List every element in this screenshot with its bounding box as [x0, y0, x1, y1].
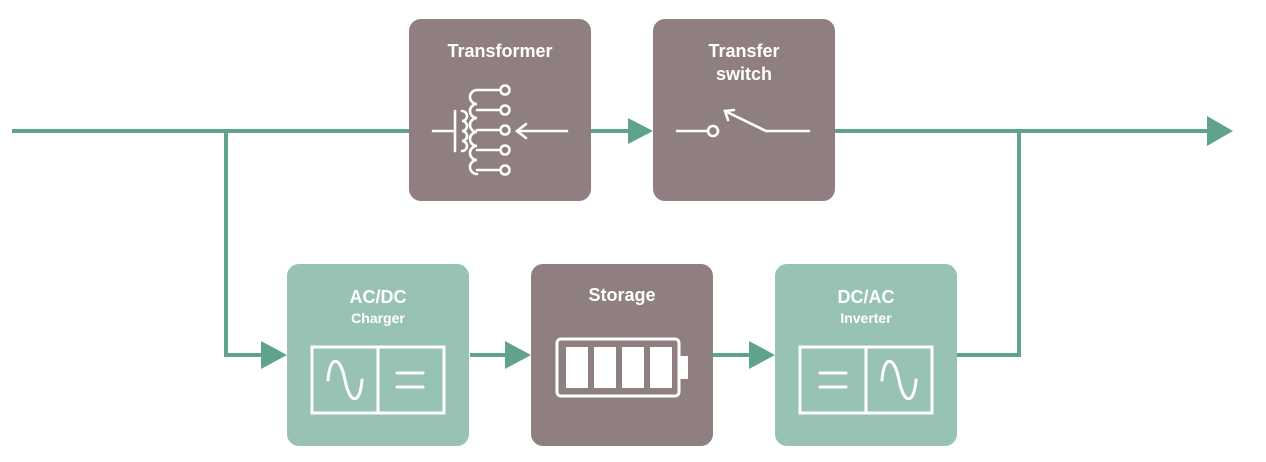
switch-icon [675, 108, 811, 138]
transfer-switch-box: Transfer switch [653, 19, 835, 201]
connection-lines [12, 129, 1210, 357]
bypass-branch-line [224, 131, 264, 357]
storage-box: Storage [531, 264, 713, 446]
dc-to-ac-icon [798, 345, 934, 415]
ac-to-dc-icon [310, 345, 446, 415]
inverter-title: DC/AC [838, 287, 895, 307]
battery-icon [555, 337, 688, 398]
charger-title: AC/DC [350, 287, 407, 307]
arrowheads [261, 116, 1233, 369]
inverter-return-line [957, 131, 1021, 357]
inverter-subtitle: Inverter [840, 310, 892, 326]
transformer-tap-icon [431, 84, 569, 176]
transformer-box: Transformer [409, 19, 591, 201]
transfer-switch-title-line1: Transfer [708, 41, 779, 61]
arrow-into-inverter [749, 341, 775, 369]
transformer-title: Transformer [447, 41, 552, 61]
storage-title: Storage [588, 285, 655, 305]
transfer-switch-title-line2: switch [716, 64, 772, 84]
arrow-into-storage [505, 341, 531, 369]
charger-box: AC/DC Charger [287, 264, 469, 446]
arrow-into-switch [628, 118, 653, 144]
inverter-box: DC/AC Inverter [775, 264, 957, 446]
arrow-output [1207, 116, 1233, 146]
charger-subtitle: Charger [351, 310, 405, 326]
arrow-into-charger [261, 341, 287, 369]
